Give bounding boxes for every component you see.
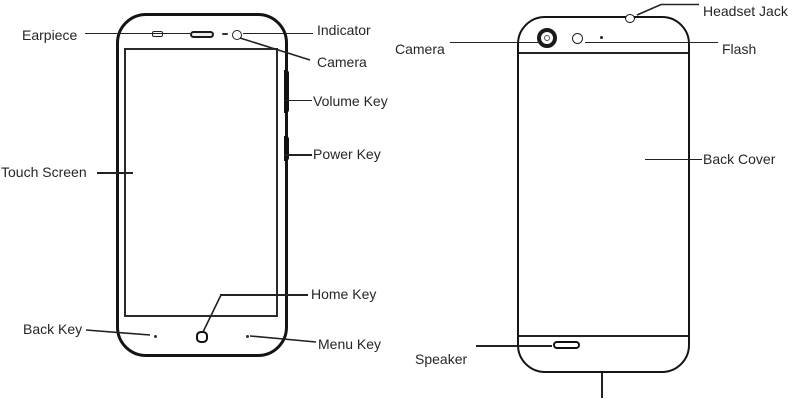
speaker-label: Speaker [415, 351, 468, 367]
back-phone-body [517, 16, 690, 373]
home-key-label: Home Key [311, 286, 377, 302]
front-phone-body [116, 13, 288, 357]
home-key-button [196, 331, 208, 343]
headset-jack-label: Headset Jack [703, 3, 788, 19]
touch-screen [124, 48, 278, 317]
speaker-slot [553, 341, 580, 349]
front-camera-lens [232, 30, 242, 40]
home-key-pointer-line [220, 294, 308, 296]
volume-key-label: Volume Key [313, 93, 388, 109]
back-cover-top-seam [519, 51, 688, 54]
power-key-button [284, 136, 289, 161]
flash-lens [572, 32, 583, 44]
back-key-label: Back Key [23, 321, 83, 337]
back-cover-pointer-line [645, 158, 702, 161]
rear-camera-label: Camera [395, 41, 445, 57]
rear-camera-pointer-line [450, 41, 538, 44]
indicator-led [222, 32, 228, 35]
back-cover-label: Back Cover [703, 151, 776, 167]
volume-key-pointer-line [284, 99, 312, 102]
menu-key-label: Menu Key [318, 336, 382, 352]
headset-jack-port [625, 14, 635, 23]
speaker-pointer-line [476, 345, 552, 347]
earpiece-pointer-line [85, 32, 190, 35]
front-camera-label: Camera [317, 54, 367, 70]
rear-mic-dot [600, 36, 603, 39]
back-cover-bottom-seam [519, 335, 688, 337]
menu-key-dot [246, 334, 249, 338]
flash-label: Flash [722, 41, 757, 57]
earpiece-slot [190, 31, 214, 38]
flash-pointer-line [585, 41, 718, 44]
indicator-pointer-line [243, 32, 313, 35]
headset-jack-pointer-line [636, 3, 699, 16]
power-key-label: Power Key [313, 146, 381, 162]
touch-screen-pointer-line [97, 172, 133, 174]
volume-key-button [284, 70, 289, 113]
touch-screen-label: Touch Screen [1, 164, 87, 180]
back-key-dot [154, 334, 157, 338]
earpiece-label: Earpiece [22, 27, 78, 43]
indicator-label: Indicator [317, 22, 371, 38]
bottom-port-pointer-line [601, 372, 603, 398]
rear-camera-lens-inner [544, 35, 550, 41]
power-key-pointer-line [284, 154, 312, 156]
